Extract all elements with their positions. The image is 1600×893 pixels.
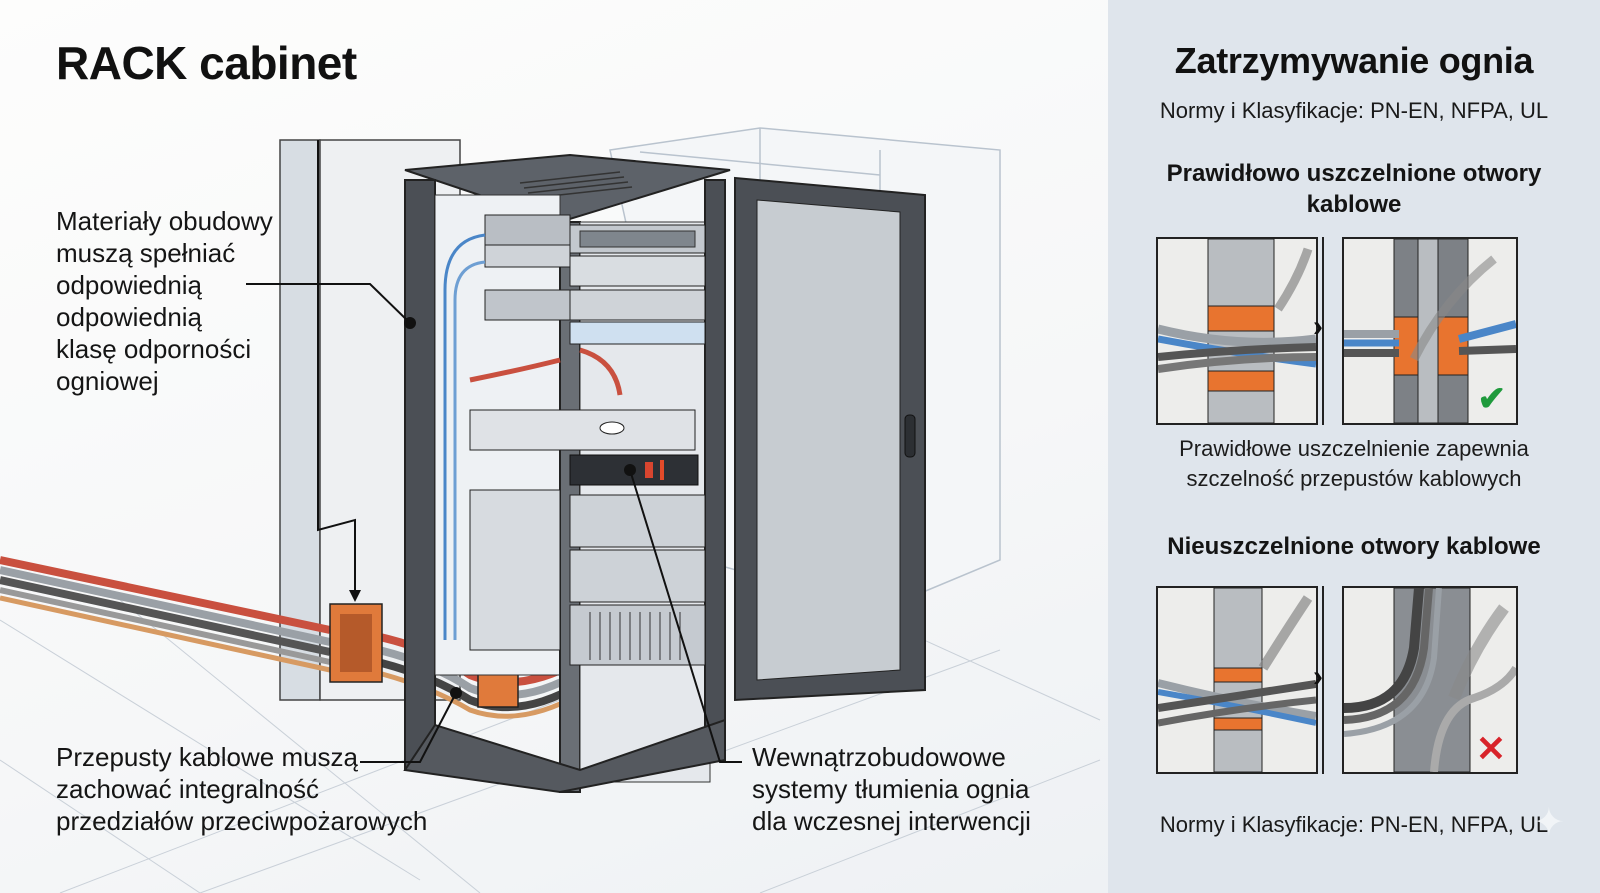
fire-stopping-panel: Zatrzymywanie ognia Normy i Klasyfikacje… [1108,0,1600,893]
fire-collar-wall [329,603,383,683]
unsealed-heading: Nieuszczelnione otwory kablowe [1167,533,1541,560]
cable-bundle [0,556,583,719]
chevron-right-icon: › [1313,310,1323,343]
unsealed-after-diagram: ✕ [1342,586,1518,774]
illustration-area: RACK cabinet Materiały obudowy muszą spe… [0,0,1108,893]
unsealed-after-svg [1344,588,1516,772]
sealed-caption: Prawidłowe uszczelnienie zapewnia szczel… [1179,436,1529,491]
rack-door [734,176,926,702]
sealed-before-svg [1158,239,1316,423]
panel-divider [1322,237,1324,425]
sealed-after-svg [1344,239,1516,423]
panel-divider [1322,586,1324,774]
unsealed-before-svg [1158,588,1316,772]
page-title: RACK cabinet [56,37,357,89]
chevron-right-icon: › [1313,660,1323,693]
cross-icon: ✕ [1475,728,1506,769]
sparkle-icon: ✦ [1533,802,1565,844]
floor-grid [0,599,1101,893]
leader-lines [246,140,742,763]
rack-cabinet [403,153,731,794]
callout-enclosure-materials: Materiały obudowy muszą spełniać odpowie… [56,206,273,396]
leader-dots [349,317,636,699]
callout-cable-penetrations: Przepusty kablowe muszą zachować integra… [56,742,428,836]
callout-fire-suppression: Wewnątrzobudowowe systemy tłumienia ogni… [752,742,1031,836]
check-icon: ✔ [1477,380,1507,418]
panel-title: Zatrzymywanie ognia [1174,40,1534,81]
standards-top: Normy i Klasyfikacje: PN-EN, NFPA, UL [1159,98,1549,123]
rack-cabinet-illustration [0,127,1101,893]
sealed-before-diagram [1156,237,1318,425]
standards-bottom: Normy i Klasyfikacje: PN-EN, NFPA, UL [1159,812,1549,837]
sealed-after-diagram: ✔ [1342,237,1518,425]
sealed-heading: Prawidłowo uszczelnione otwory kablowe [1166,160,1542,218]
unsealed-before-diagram [1156,586,1318,774]
